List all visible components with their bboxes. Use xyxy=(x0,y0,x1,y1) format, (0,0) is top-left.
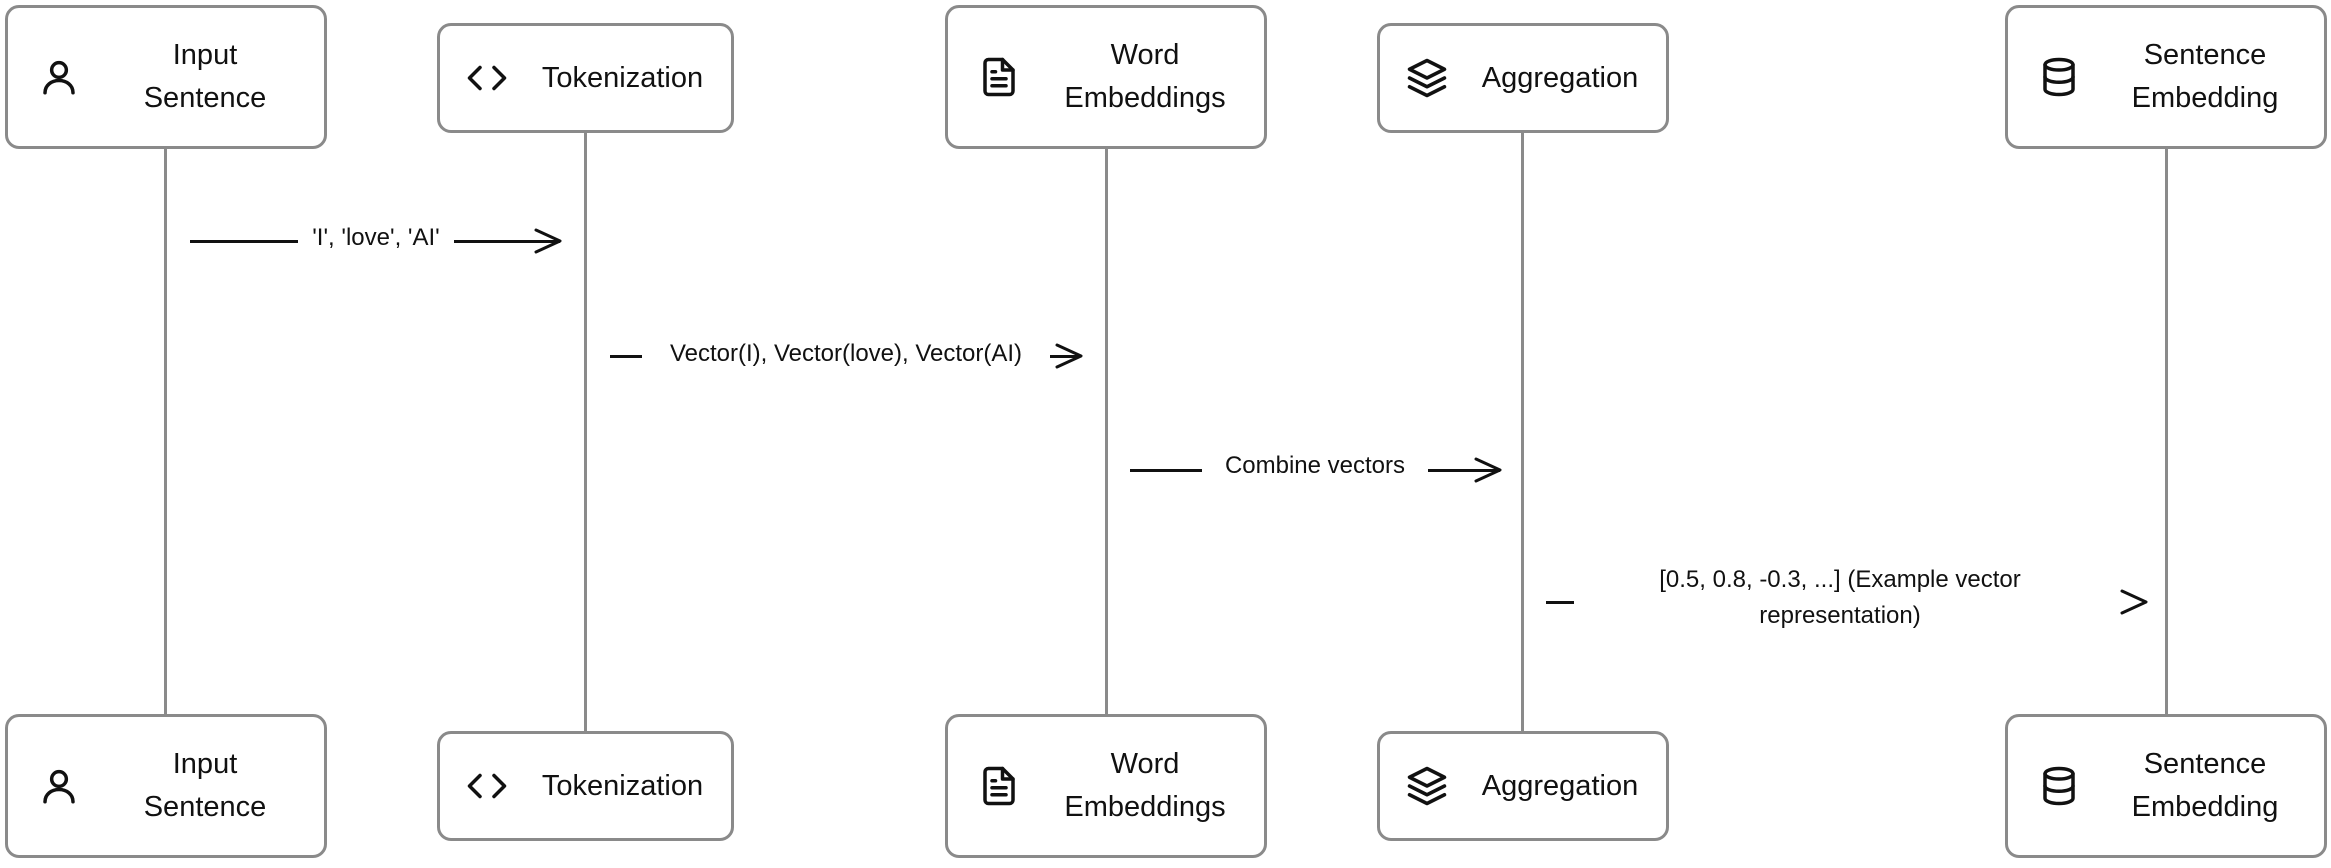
lifeline-sentence-embedding xyxy=(2165,148,2168,714)
code-icon xyxy=(460,51,514,105)
lifeline-word-embeddings xyxy=(1105,148,1108,714)
participant-word-embeddings-bottom: Word Embeddings xyxy=(945,714,1267,858)
database-icon xyxy=(2032,50,2086,104)
participant-label: Word Embeddings xyxy=(1064,748,1226,823)
participant-tokenization-bottom: Tokenization xyxy=(437,731,734,841)
participant-label: Aggregation xyxy=(1481,61,1639,94)
participant-label: Tokenization xyxy=(541,769,704,802)
participant-label: Word Embeddings xyxy=(1064,39,1226,114)
lifeline-tokenization xyxy=(584,132,587,732)
participant-word-embeddings-top: Word Embeddings xyxy=(945,5,1267,149)
database-icon xyxy=(2032,759,2086,813)
participant-sentence-embedding-bottom: Sentence Embedding xyxy=(2005,714,2327,858)
participant-label: Tokenization xyxy=(541,61,704,94)
lifeline-aggregation xyxy=(1521,132,1524,732)
arrowhead-icon xyxy=(1470,455,1504,485)
layers-icon xyxy=(1400,759,1454,813)
document-icon xyxy=(972,50,1026,104)
participant-label: Sentence Embedding xyxy=(2131,748,2279,823)
participant-sentence-embedding-top: Sentence Embedding xyxy=(2005,5,2327,149)
layers-icon xyxy=(1400,51,1454,105)
participant-input-top: Input Sentence xyxy=(5,5,327,149)
message-label-vector: [0.5, 0.8, -0.3, ...] (Example vector re… xyxy=(1659,566,2021,629)
user-icon xyxy=(32,50,86,104)
user-icon xyxy=(32,759,86,813)
participant-label: Input Sentence xyxy=(143,748,267,823)
participant-tokenization-top: Tokenization xyxy=(437,23,734,133)
message-line xyxy=(1546,601,1574,604)
message-label: Vector(I), Vector(love), Vector(AI) xyxy=(642,336,1050,372)
participant-label: Aggregation xyxy=(1481,769,1639,802)
arrowhead-icon xyxy=(2116,587,2150,617)
code-icon xyxy=(460,759,514,813)
participant-input-bottom: Input Sentence xyxy=(5,714,327,858)
document-icon xyxy=(972,759,1026,813)
lifeline-input xyxy=(164,148,167,714)
message-label: 'I', 'love', 'AI' xyxy=(298,220,454,256)
participant-label: Input Sentence xyxy=(143,39,267,114)
participant-aggregation-bottom: Aggregation xyxy=(1377,731,1669,841)
participant-label: Sentence Embedding xyxy=(2131,39,2279,114)
message-label: [0.5, 0.8, -0.3, ...] (Example vector re… xyxy=(1595,562,2085,634)
participant-aggregation-top: Aggregation xyxy=(1377,23,1669,133)
message-label: Combine vectors xyxy=(1202,448,1428,484)
arrowhead-icon xyxy=(530,226,564,256)
arrowhead-icon xyxy=(1051,341,1085,371)
